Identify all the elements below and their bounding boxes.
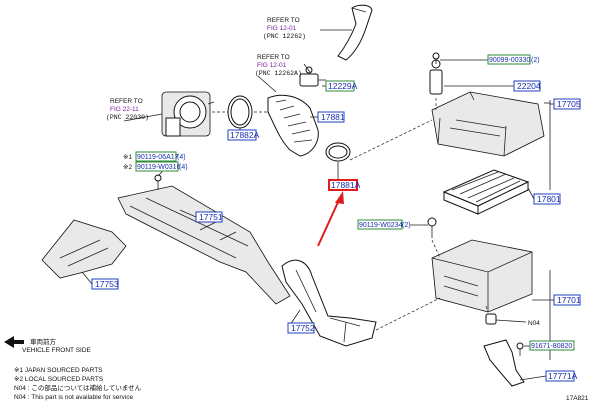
ref-line: REFER TO [110,98,143,105]
part-number: 17882A [230,130,260,140]
part-label-91671-80820[interactable]: 91671-80820 [529,340,575,351]
sensor-22204-drawing [429,59,443,95]
legend-notes: ※1 JAPAN SOURCED PARTS ※2 LOCAL SOURCED … [14,367,142,401]
part-label-17881[interactable]: 17881 [317,111,345,123]
ref-pnc: (PNC 12262A) [255,70,302,77]
part-label-17801[interactable]: 17801 [533,193,561,205]
star-mark: ※2 [123,164,132,171]
air-cleaner-case-drawing [431,239,533,313]
throttle-body-drawing [161,91,215,137]
part-label-90119-w0316[interactable]: ※2 90119-W0316 (4) [123,161,188,172]
star-mark: ※1 [123,154,132,161]
clamp-17881a-drawing [325,142,351,162]
ref-line: REFER TO [267,17,300,24]
note-local-sourced: ※2 LOCAL SOURCED PARTS [14,376,104,383]
part-number: 17753 [95,279,119,289]
assembly-dashed-lines [212,98,489,331]
ref-fig-link[interactable]: FIG 22-11 [110,106,139,113]
part-number: 17801 [537,194,561,204]
screw-90099-drawing [432,52,440,64]
part-qty: (2) [402,222,411,229]
intake-duct-17751-drawing [117,185,291,305]
part-label-17701[interactable]: 17701 [553,294,581,306]
part-label-22204[interactable]: 22204 [513,80,541,92]
part-number: N04 [528,320,540,327]
part-number: 90099-00330 [489,57,530,64]
part-qty: (4) [179,164,188,171]
fitting-12229a-drawing [299,66,326,87]
part-label-17705[interactable]: 17705 [553,98,581,110]
part-number: 17751 [199,212,223,222]
ref-pnc: (PNC 12262) [263,33,306,40]
resonator-17753-drawing [41,219,127,279]
part-label-90119-w0234[interactable]: 90119-W0234 (2) [357,219,411,230]
part-label-12229a[interactable]: 12229A [325,80,358,92]
air-hose-17881-drawing [267,94,319,157]
part-number: 90119-06A17 [137,154,179,161]
part-qty: (4) [177,154,186,161]
intake-pipe-upper-drawing [337,4,373,61]
ref-pnc: (PNC 22030) [106,114,149,121]
bracket-17771a-drawing [483,339,525,387]
part-number: 17881A [331,180,361,190]
part-label-n04: N04 [528,320,540,327]
part-label-90119-06a17[interactable]: ※1 90119-06A17 (4) [123,151,186,162]
note-n04-jp: N04 : この部品については補給していません [14,383,142,392]
vehicle-front-indicator: 車両前方 VEHICLE FRONT SIDE [4,336,92,354]
intake-duct-17752-drawing [281,259,377,347]
duct-bolt-drawing [154,174,162,190]
part-number: 17701 [557,295,581,305]
part-number: 17752 [291,323,315,333]
front-label-jp: 車両前方 [30,337,57,346]
figure-id: 17A821 [566,395,589,402]
part-label-17881a-highlighted[interactable]: 17881A [328,179,361,191]
part-qty: (2) [531,57,540,64]
part-label-90099-00330[interactable]: 90099-00330 (2) [487,54,540,65]
part-number: 17705 [557,99,581,109]
front-label-en: VEHICLE FRONT SIDE [22,347,92,354]
part-number: 90119-W0316 [137,164,181,171]
hose-clamp-17882a-drawing [227,95,253,129]
reference-fig-12-01-b: REFER TO FIG 12-01 (PNC 12262A) [255,54,302,77]
part-number: 91671-80820 [531,343,572,350]
part-number: 22204 [517,81,541,91]
filter-element-17801-drawing [442,169,530,215]
part-number: 90119-W0234 [359,222,403,229]
part-label-17753[interactable]: 17753 [91,278,119,290]
part-label-17752[interactable]: 17752 [287,322,315,334]
note-n04-en: N04 : This part is not available for ser… [14,394,133,401]
part-label-17882a[interactable]: 17882A [227,129,260,141]
front-arrow-icon [4,336,24,348]
reference-fig-22-11: REFER TO FIG 22-11 (PNC 22030) [106,98,149,121]
ref-fig-link[interactable]: FIG 12-01 [267,25,297,32]
part-label-17771a[interactable]: 17771A [545,370,578,382]
highlight-arrow [317,191,344,247]
part-number: 17771A [548,371,578,381]
reference-fig-12-01-a: REFER TO FIG 12-01 (PNC 12262) [263,17,306,40]
part-number: 17881 [321,112,345,122]
bolt-90119-w0234-drawing [427,217,437,238]
ref-fig-link[interactable]: FIG 12-01 [257,62,287,69]
note-japan-sourced: ※1 JAPAN SOURCED PARTS [14,367,103,374]
part-number: 12229A [328,81,358,91]
part-label-17751[interactable]: 17751 [195,211,223,223]
grommet-n04-drawing [485,313,497,325]
ref-line: REFER TO [257,54,290,61]
air-cleaner-cap-drawing [431,91,545,157]
